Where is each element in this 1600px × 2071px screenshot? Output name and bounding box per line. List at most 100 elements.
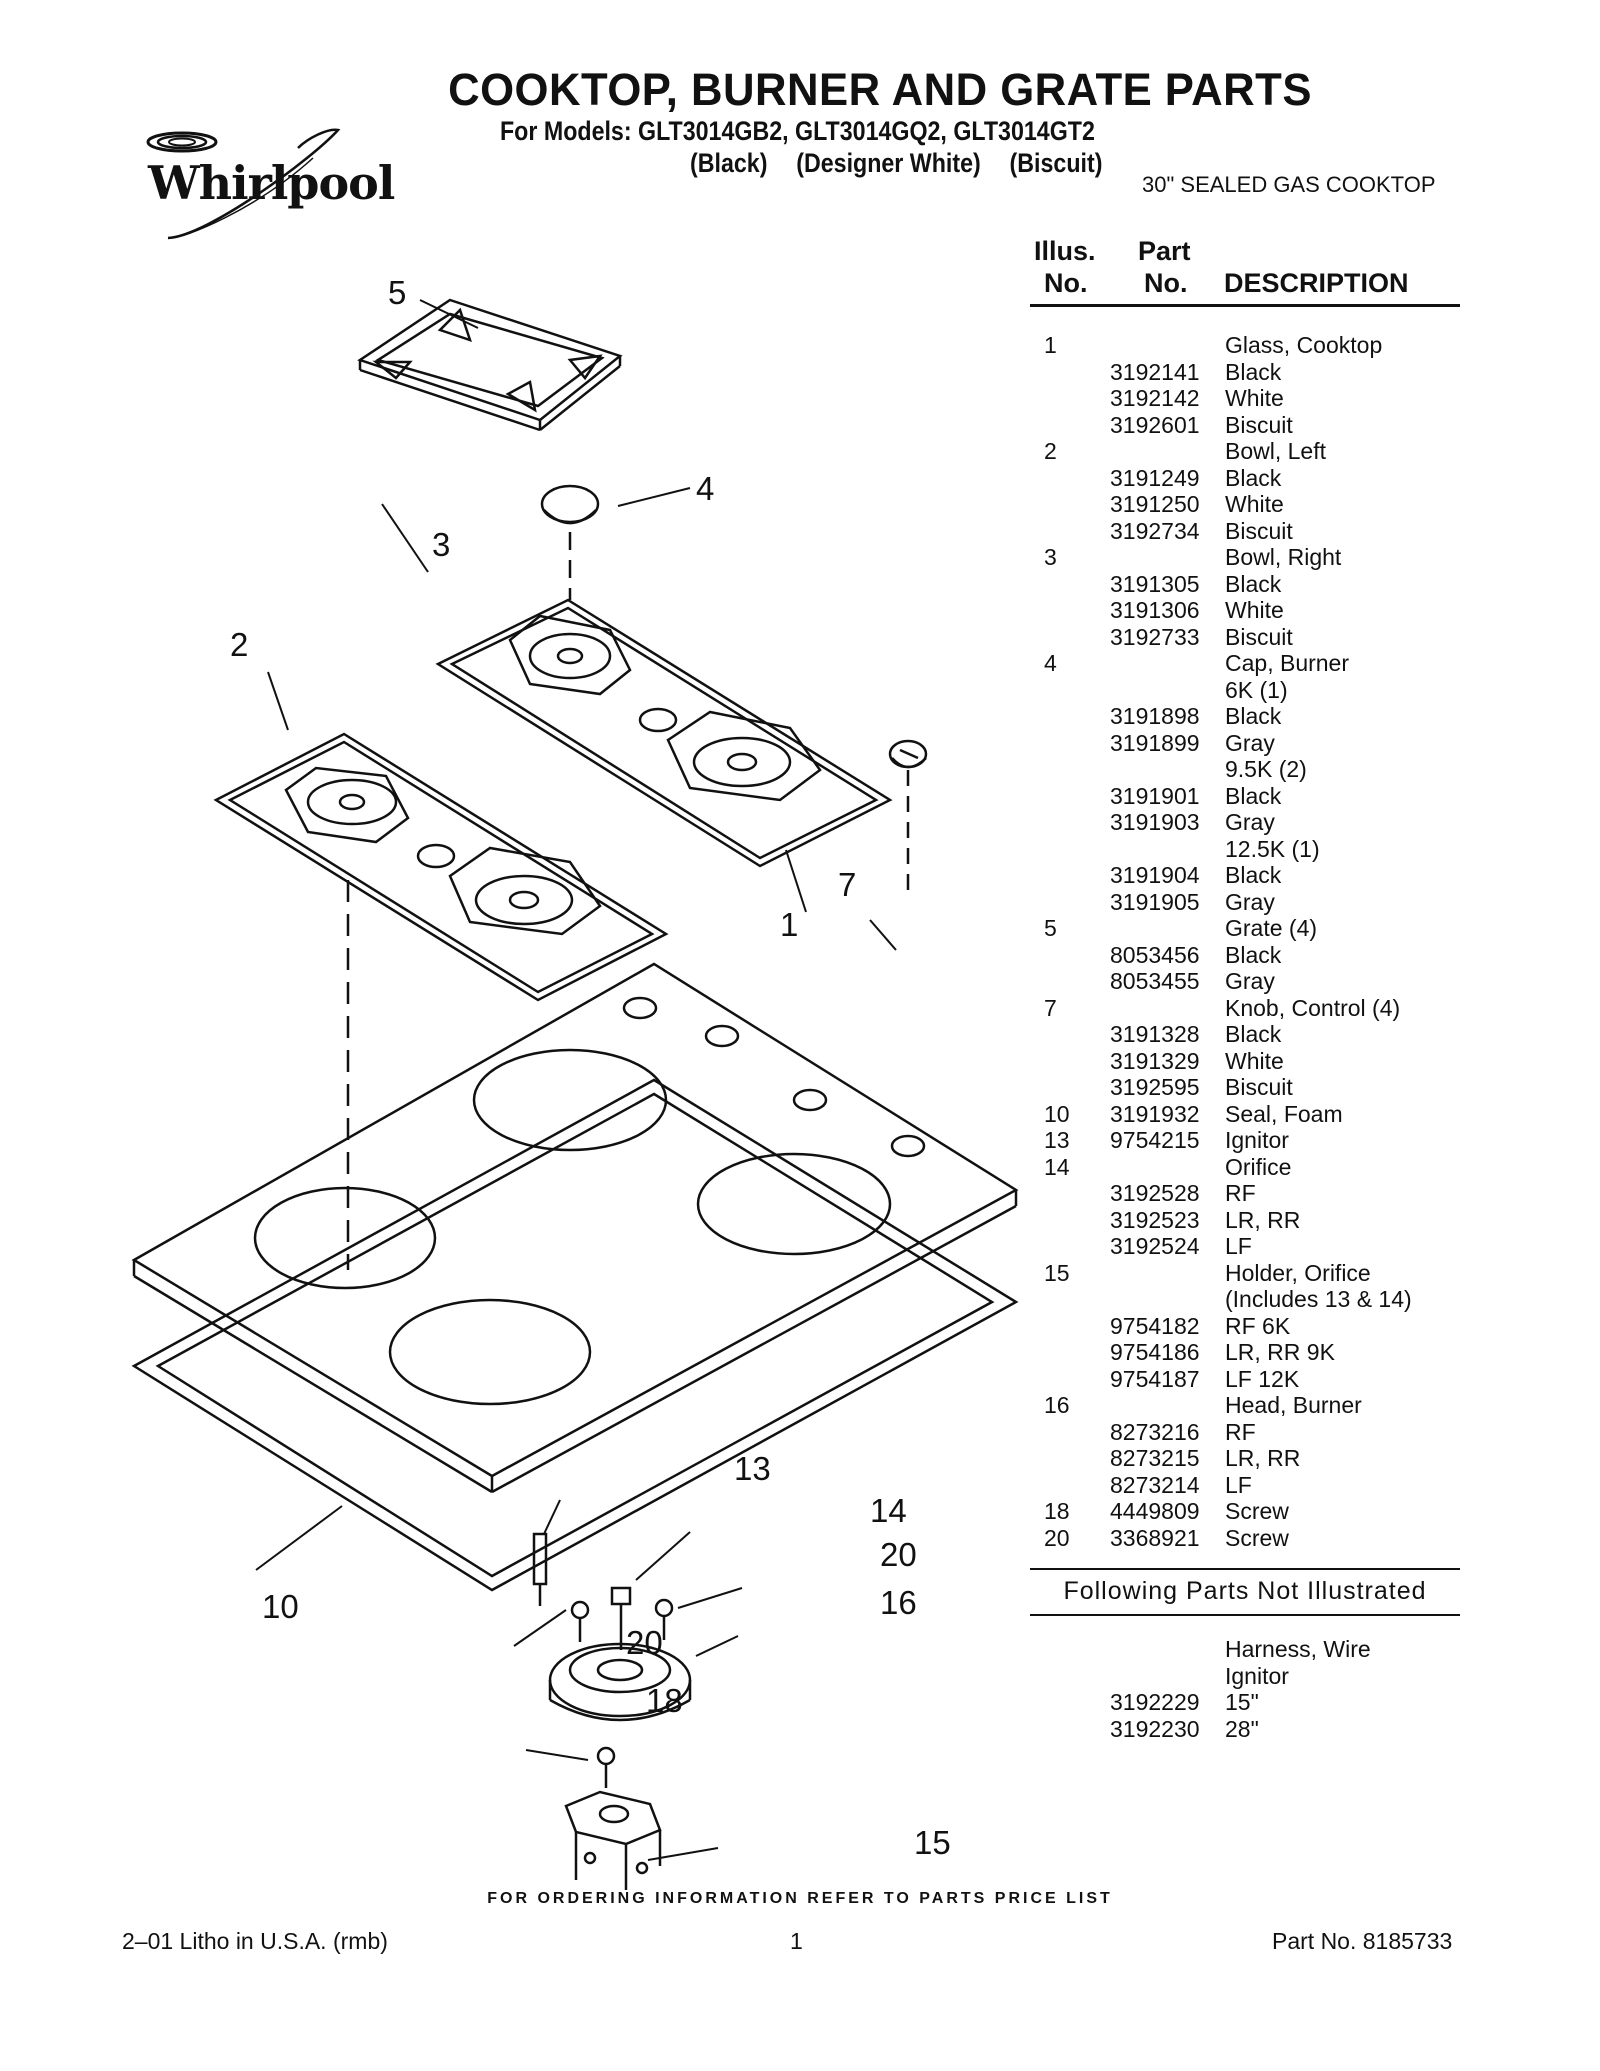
table-row: 12.5K (1) — [1030, 836, 1460, 863]
callout-4: 4 — [696, 470, 715, 507]
orifice-holder-part — [564, 1790, 662, 1890]
illus-no-cell: 18 — [1044, 1498, 1070, 1524]
description-cell: Holder, Orifice — [1225, 1259, 1371, 1286]
screw-18-part — [596, 1746, 616, 1788]
part-no-cell: 3192734 — [1110, 517, 1200, 544]
description-cell: Black — [1225, 862, 1282, 888]
part-no-cell: 3191249 — [1110, 464, 1200, 491]
description-cell: LF — [1225, 1233, 1252, 1259]
description-cell: Black — [1225, 1021, 1282, 1047]
part-no-cell: 9754215 — [1110, 1127, 1200, 1153]
table-row: 8273216 RF — [1030, 1419, 1460, 1446]
callout-3: 3 — [432, 526, 451, 563]
part-no-cell: 3191904 — [1110, 862, 1200, 888]
part-no-cell: 3191898 — [1110, 703, 1200, 729]
callout-16: 16 — [880, 1584, 917, 1621]
table-row: 15 Holder, Orifice — [1030, 1260, 1460, 1287]
illus-no-cell: 15 — [1044, 1259, 1070, 1286]
page-title: COOKTOP, BURNER AND GRATE PARTS — [448, 64, 1312, 115]
brand-wordmark: Whirlpool — [148, 156, 395, 210]
page-number: 1 — [790, 1928, 803, 1954]
header-part-no: No. — [1144, 268, 1188, 298]
description-cell: RF — [1225, 1418, 1256, 1445]
part-no-cell: 3192230 — [1110, 1715, 1200, 1742]
description-cell: LR, RR — [1225, 1206, 1301, 1233]
part-no-cell: 9754186 — [1110, 1339, 1200, 1365]
swirl-logo-icon — [146, 128, 341, 240]
callout-15: 15 — [914, 1824, 951, 1861]
illus-no-cell: 13 — [1044, 1127, 1070, 1153]
not-illustrated-label: Following Parts Not Illustrated — [1063, 1577, 1427, 1605]
description-cell: Gray — [1225, 809, 1275, 835]
description-cell: Head, Burner — [1225, 1392, 1362, 1418]
ignitor-part — [532, 1532, 548, 1606]
illus-no-cell: 20 — [1044, 1524, 1070, 1551]
not-illustrated-divider: Following Parts Not Illustrated — [1030, 1568, 1460, 1616]
table-row: Ignitor — [1030, 1663, 1460, 1690]
description-cell: LR, RR — [1225, 1445, 1301, 1471]
table-row: 3192229 15" — [1030, 1689, 1460, 1716]
part-no-cell: 3191250 — [1110, 491, 1200, 517]
description-cell: Screw — [1225, 1524, 1289, 1551]
description-cell: Cap, Burner — [1225, 650, 1350, 676]
description-cell: White — [1225, 491, 1284, 517]
illus-no-cell: 1 — [1044, 332, 1057, 358]
callout-5: 5 — [388, 274, 407, 311]
part-no-cell: 3192229 — [1110, 1689, 1200, 1715]
description-cell: RF — [1225, 1180, 1256, 1206]
callout-20-right: 20 — [880, 1536, 917, 1573]
callout-14: 14 — [870, 1492, 907, 1529]
product-subtitle: 30" SEALED GAS COOKTOP — [1142, 172, 1436, 197]
callout-1: 1 — [780, 906, 799, 943]
table-row: 6K (1) — [1030, 677, 1460, 704]
description-cell: Glass, Cooktop — [1225, 332, 1383, 358]
description-cell: Black — [1225, 782, 1282, 809]
model-list: For Models: GLT3014GB2, GLT3014GQ2, GLT3… — [500, 116, 1095, 146]
part-no-cell: 3191329 — [1110, 1047, 1200, 1074]
description-cell: White — [1225, 597, 1284, 623]
litho-note: 2–01 Litho in U.S.A. (rmb) — [122, 1928, 388, 1954]
description-cell: 28" — [1225, 1715, 1259, 1742]
right-bowl-part — [435, 598, 893, 868]
description-cell: Grate (4) — [1225, 915, 1318, 941]
callout-leader-lines — [255, 299, 897, 1861]
header-illus-no: No. — [1044, 268, 1088, 298]
description-cell: Biscuit — [1225, 623, 1293, 650]
description-cell: Gray — [1225, 968, 1275, 994]
part-no-cell: 3191905 — [1110, 888, 1200, 915]
table-row: Harness, Wire — [1030, 1636, 1460, 1663]
table-row: 3191250 White — [1030, 491, 1460, 518]
description-cell: 15" — [1225, 1689, 1259, 1715]
header-part: Part — [1138, 236, 1191, 266]
color-designer-white: (Designer White) — [796, 148, 981, 178]
part-no-cell: 3192595 — [1110, 1074, 1200, 1100]
illus-no-cell: 3 — [1044, 544, 1057, 570]
description-cell: Gray — [1225, 729, 1275, 756]
description-cell: Biscuit — [1225, 411, 1293, 438]
part-no-cell: 3192733 — [1110, 623, 1200, 650]
burner-cap-part — [540, 484, 600, 600]
illus-no-cell: 4 — [1044, 650, 1057, 676]
description-cell: LR, RR 9K — [1225, 1339, 1335, 1365]
description-cell: (Includes 13 & 14) — [1225, 1286, 1412, 1312]
foam-seal-part — [131, 1078, 1019, 1592]
callout-13: 13 — [734, 1450, 771, 1487]
part-no-cell: 9754187 — [1110, 1365, 1200, 1392]
part-no-cell: 3192528 — [1110, 1180, 1200, 1206]
parts-table-header: Illus. No. Part No. DESCRIPTION — [1030, 236, 1460, 307]
part-no-cell: 3192142 — [1110, 385, 1200, 411]
illus-no-cell: 14 — [1044, 1153, 1070, 1180]
description-cell: Screw — [1225, 1498, 1289, 1524]
part-no-cell: 8273216 — [1110, 1418, 1200, 1445]
